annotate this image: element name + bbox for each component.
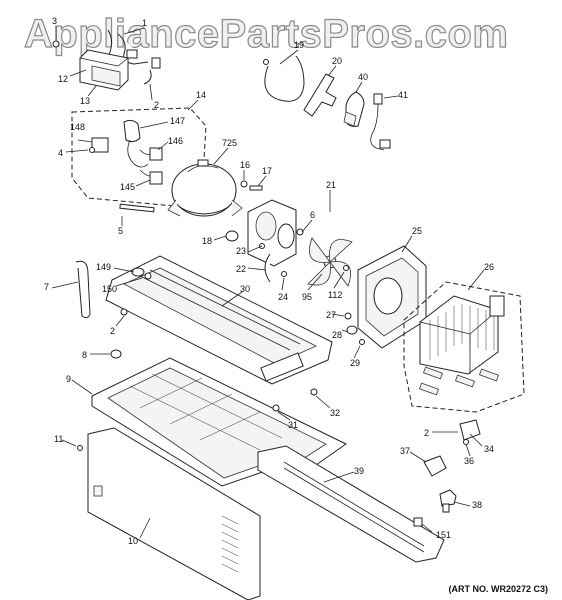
callout-label: 25 <box>412 226 422 236</box>
callout-label: 22 <box>236 264 246 274</box>
screw-3 <box>52 40 60 48</box>
bracket-149-150 <box>131 267 152 280</box>
art-number: (ART NO. WR20272 C3) <box>448 584 548 594</box>
callout-label: 39 <box>354 466 364 476</box>
callout-label: 10 <box>128 536 138 546</box>
callout-label: 8 <box>82 350 87 360</box>
relay-bracket <box>79 49 129 91</box>
callout-label: 149 <box>96 262 111 272</box>
callout-label: 18 <box>202 236 212 246</box>
callout-label: 21 <box>326 180 336 190</box>
screw-27 <box>344 312 352 320</box>
screw-32 <box>310 388 318 396</box>
callout-label: 151 <box>436 530 451 540</box>
callout-label: 148 <box>70 122 85 132</box>
screw-112 <box>343 265 349 271</box>
callout-label: 1 <box>142 18 147 28</box>
tube-22 <box>264 253 271 283</box>
overload-protector <box>91 119 163 185</box>
callout-label: 38 <box>472 500 482 510</box>
screw-29 <box>359 339 365 345</box>
drain-pan <box>105 255 333 385</box>
condenser-group-outline <box>403 281 525 413</box>
bracket-34 <box>459 419 481 445</box>
grommet-28 <box>346 325 358 335</box>
callout-label: 20 <box>332 56 342 66</box>
dryer-sensor <box>343 91 365 127</box>
callout-label: 11 <box>54 434 63 444</box>
callout-label: 6 <box>310 210 315 220</box>
tubing-loop <box>263 55 337 117</box>
fan-blade <box>307 237 353 287</box>
tube-7 <box>75 260 91 319</box>
callout-label: 150 <box>102 284 117 294</box>
callout-label: 32 <box>330 408 340 418</box>
screw-31 <box>272 404 280 412</box>
callout-label: 147 <box>170 116 185 126</box>
callout-label: 7 <box>44 282 49 292</box>
callout-label: 34 <box>484 444 494 454</box>
callout-label: 37 <box>400 446 410 456</box>
callout-label: 2 <box>154 100 159 110</box>
condenser-fan-motor <box>247 199 304 267</box>
callout-label: 19 <box>294 40 304 50</box>
callout-label: 5 <box>118 226 123 236</box>
grommet-18 <box>225 230 239 242</box>
callout-label: 2 <box>424 428 429 438</box>
leader-lines <box>51 26 485 539</box>
fan-shroud <box>357 245 427 349</box>
callout-label: 17 <box>262 166 272 176</box>
callout-label: 145 <box>120 182 135 192</box>
leveling-leg <box>439 489 457 513</box>
callout-label: 146 <box>168 136 183 146</box>
compressor <box>167 159 243 217</box>
callout-label: 26 <box>484 262 494 272</box>
callout-label: 14 <box>196 90 206 100</box>
relay-group-outline <box>71 107 207 207</box>
callout-label: 28 <box>332 330 342 340</box>
grommet-8 <box>110 349 122 359</box>
callout-label: 13 <box>80 96 90 106</box>
callout-label: 23 <box>236 246 246 256</box>
callout-label: 725 <box>222 138 237 148</box>
callout-label: 12 <box>58 74 68 84</box>
screw-4 <box>89 147 95 153</box>
rod-5 <box>119 203 155 213</box>
grille <box>257 445 445 563</box>
callout-label: 95 <box>302 292 312 302</box>
callout-labels: 3 1 12 13 2 14 19 20 40 41 148 147 146 4… <box>44 16 494 546</box>
screw-11 <box>77 445 83 451</box>
clip-16 <box>240 180 248 188</box>
callout-label: 31 <box>288 420 298 430</box>
callout-label: 16 <box>240 160 250 170</box>
callout-label: 4 <box>58 148 63 158</box>
callout-label: 112 <box>328 290 342 300</box>
screw-24 <box>281 271 287 277</box>
callout-label: 41 <box>398 90 408 100</box>
callout-label: 36 <box>464 456 474 466</box>
washer-17 <box>249 185 263 191</box>
callout-label: 30 <box>240 284 250 294</box>
screw-2a <box>120 308 128 316</box>
callout-label: 2 <box>110 326 115 336</box>
access-cover <box>87 427 261 600</box>
callout-label: 3 <box>52 16 57 26</box>
callout-label: 27 <box>326 310 336 320</box>
harness-41 <box>370 93 391 151</box>
callout-label: 24 <box>278 292 288 302</box>
callout-label: 29 <box>350 358 360 368</box>
callout-label: 9 <box>66 374 71 384</box>
condenser-coil <box>419 295 505 396</box>
callout-label: 40 <box>358 72 368 82</box>
clip-37 <box>423 455 447 477</box>
